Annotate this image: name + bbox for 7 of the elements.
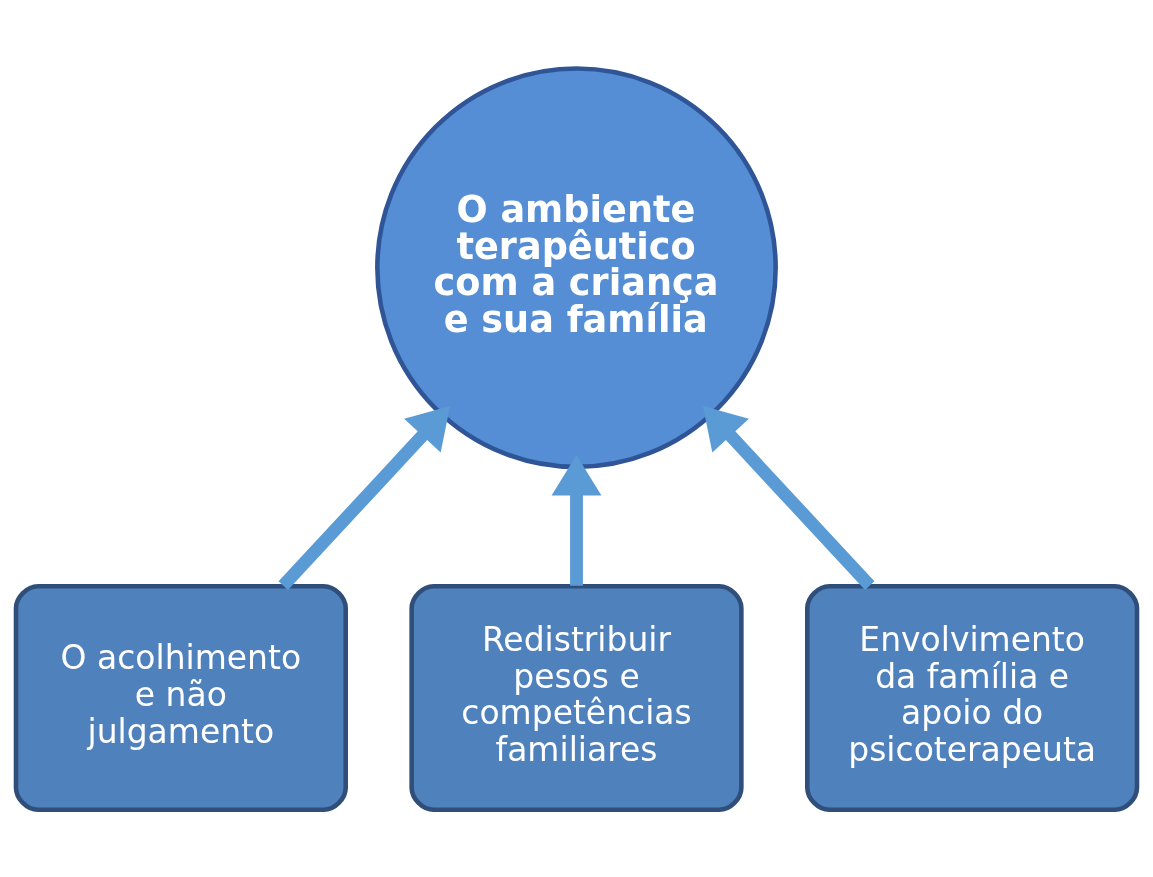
arrow	[551, 454, 602, 586]
node-box: Envolvimento da família e apoio do psicoterapeuta	[805, 583, 1140, 812]
arrow	[278, 405, 451, 590]
arrow	[702, 405, 875, 590]
node-box: Redistribuir pesos e competências familiares	[409, 583, 744, 812]
node-circle: O ambiente terapêutico com a criança e sua família	[375, 65, 778, 469]
node-box: O acolhimento e não julgamento	[13, 583, 348, 812]
